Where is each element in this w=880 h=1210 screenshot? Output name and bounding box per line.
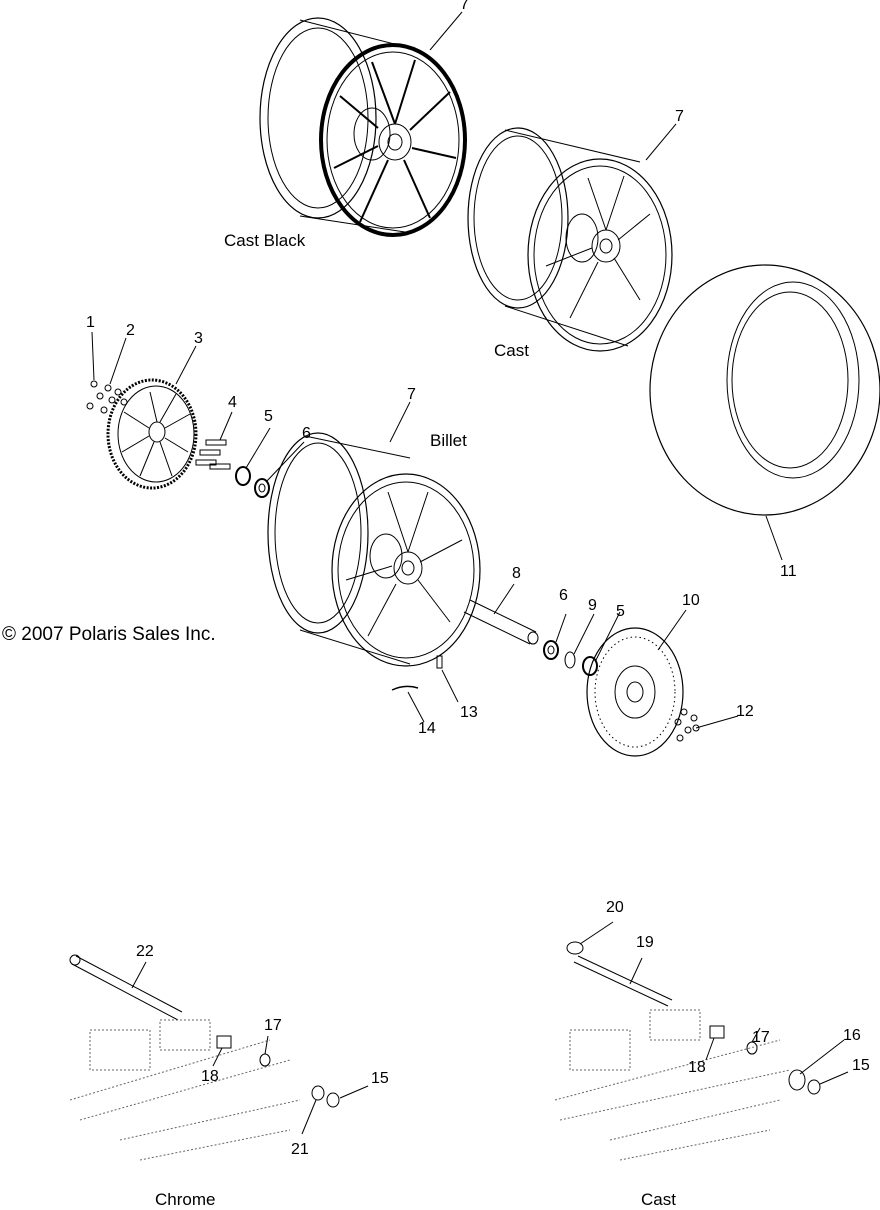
callout-17: 17 (264, 1017, 282, 1034)
callout-13: 13 (460, 704, 478, 721)
brake-disc (586, 627, 684, 757)
callout-15: 15 (371, 1070, 389, 1087)
copyright-text: © 2007 Polaris Sales Inc. (2, 624, 216, 645)
callout-7: 7 (675, 108, 684, 125)
callout-10: 10 (682, 592, 700, 609)
snap-ring (564, 651, 576, 669)
callout-12: 12 (736, 703, 754, 720)
wheel-billet (267, 432, 481, 667)
callout-6: 6 (559, 587, 568, 604)
valve-stem (436, 655, 443, 669)
seal-right (582, 656, 598, 676)
callout-4: 4 (228, 394, 237, 411)
sprocket (106, 378, 198, 490)
callout-5: 5 (264, 408, 273, 425)
label-chrome: Chrome (155, 1190, 216, 1209)
callout-1: 1 (86, 314, 95, 331)
callout-19: 19 (636, 934, 654, 951)
seal (235, 466, 251, 486)
label-billet: Billet (430, 431, 467, 450)
callout-6: 6 (302, 425, 311, 442)
callout-21: 21 (291, 1141, 309, 1158)
callout-8: 8 (512, 565, 521, 582)
callout-7: 7 (407, 386, 416, 403)
callout-9: 9 (588, 597, 597, 614)
callout-18: 18 (201, 1068, 219, 1085)
callout-5: 5 (616, 603, 625, 620)
callout-7: 7 (460, 0, 469, 13)
tire (649, 264, 880, 516)
axle-assembly-cast (554, 941, 821, 1161)
leader-lines (91, 11, 849, 1135)
label-cast-black: Cast Black (224, 231, 306, 250)
axle-assembly-chrome (69, 954, 340, 1161)
callout-22: 22 (136, 943, 154, 960)
callout-15: 15 (852, 1057, 870, 1074)
axle-spacer (463, 599, 539, 645)
callout-18: 18 (688, 1059, 706, 1076)
wheel-cast (467, 127, 673, 352)
callout-3: 3 (194, 330, 203, 347)
callout-2: 2 (126, 322, 135, 339)
wheel-cast-black (259, 17, 467, 237)
callout-14: 14 (418, 720, 436, 737)
callout-11: 11 (780, 563, 797, 580)
sprocket-nuts-washers (86, 380, 128, 414)
bearing-right (543, 640, 559, 660)
callout-20: 20 (606, 899, 624, 916)
callout-17: 17 (752, 1029, 770, 1046)
balance-weight (391, 685, 419, 691)
bearing (254, 478, 270, 498)
label-cast-bottom: Cast (641, 1190, 676, 1209)
disc-bolts (674, 708, 700, 742)
wheel-studs (195, 439, 231, 470)
label-cast: Cast (494, 341, 529, 360)
callout-16: 16 (843, 1027, 861, 1044)
